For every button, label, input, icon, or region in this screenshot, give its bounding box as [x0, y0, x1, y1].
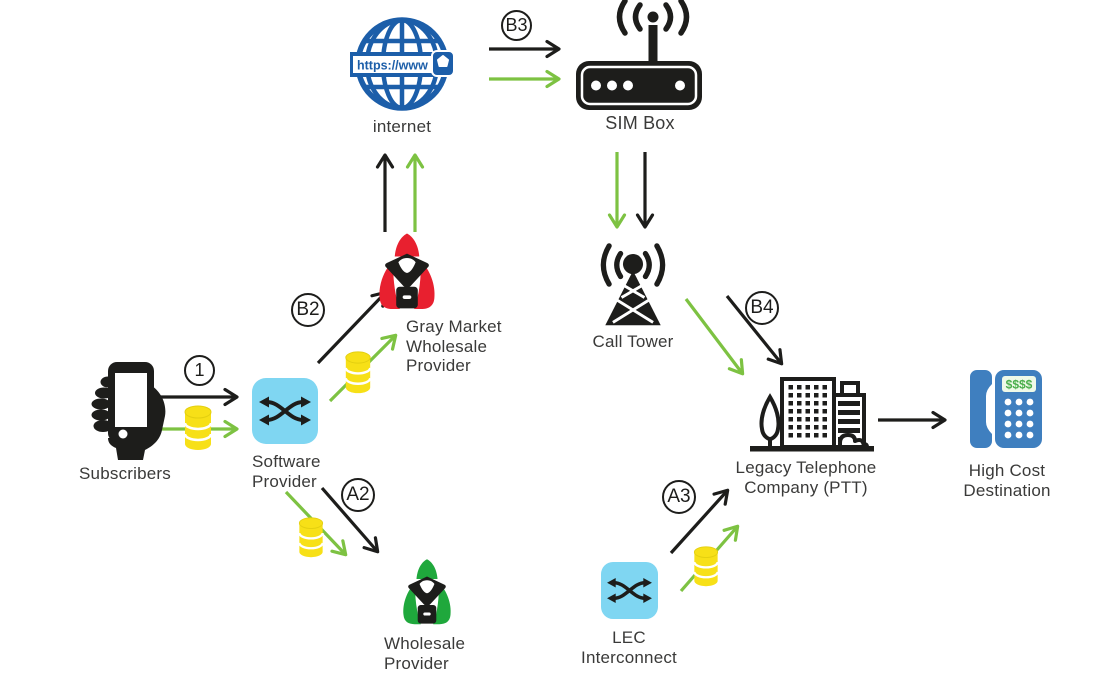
database-icon: [342, 350, 374, 395]
step-label-b2: B2: [291, 293, 325, 327]
step-label-a3: A3: [662, 480, 696, 514]
step-label-a2: A2: [341, 478, 375, 512]
arrow-calltower-to-telco-green: [684, 298, 745, 376]
cloud-icon: [838, 433, 869, 449]
call-tower-icon: [590, 239, 676, 335]
secure-badge-icon: [437, 55, 449, 67]
subscribers-phone-hand-icon: [80, 360, 168, 460]
lec-interconnect-switch-icon: [601, 562, 658, 619]
legacy-telco-label: Legacy Telephone Company (PTT): [735, 458, 877, 497]
tree-icon: [759, 393, 781, 442]
database-icon: [296, 516, 326, 559]
high-cost-destination-label: High Cost Destination: [963, 461, 1051, 500]
wholesale-provider-hacker-icon: [396, 558, 458, 631]
database-icon: [691, 545, 721, 588]
internet-globe-icon: https://www: [350, 14, 454, 118]
gray-market-label: Gray Market Wholesale Provider: [406, 317, 502, 375]
legacy-telco-building-icon: [750, 373, 874, 455]
gray-market-hacker-icon: [371, 232, 443, 317]
wholesale-provider-label: Wholesale Provider: [384, 634, 466, 673]
database-icon: [182, 404, 214, 452]
software-provider-label: Software Provider: [252, 452, 321, 491]
high-cost-telephone-icon: $$$$: [966, 366, 1046, 452]
sim-box-icon: [574, 0, 704, 112]
step-label-b4: B4: [745, 291, 779, 325]
internet-label: internet: [372, 117, 432, 136]
sim-box-label: SIM Box: [605, 113, 675, 133]
subscribers-label: Subscribers: [79, 464, 171, 483]
call-tower-label: Call Tower: [592, 332, 674, 351]
arrow-software-to-wholesale-black: [320, 486, 380, 554]
arrow-software-to-graymarket-black: [316, 290, 388, 365]
globe-banner-text: https://www: [357, 59, 428, 73]
software-provider-switch-icon: [252, 378, 318, 444]
arrow-lec-to-telco-black: [669, 488, 730, 555]
money-display-text: $$$$: [1006, 378, 1033, 392]
arrow-calltower-to-telco-black: [725, 294, 784, 366]
step-label-1: 1: [184, 355, 215, 386]
step-label-b3: B3: [501, 10, 532, 41]
lec-interconnect-label: LEC Interconnect: [581, 628, 677, 667]
